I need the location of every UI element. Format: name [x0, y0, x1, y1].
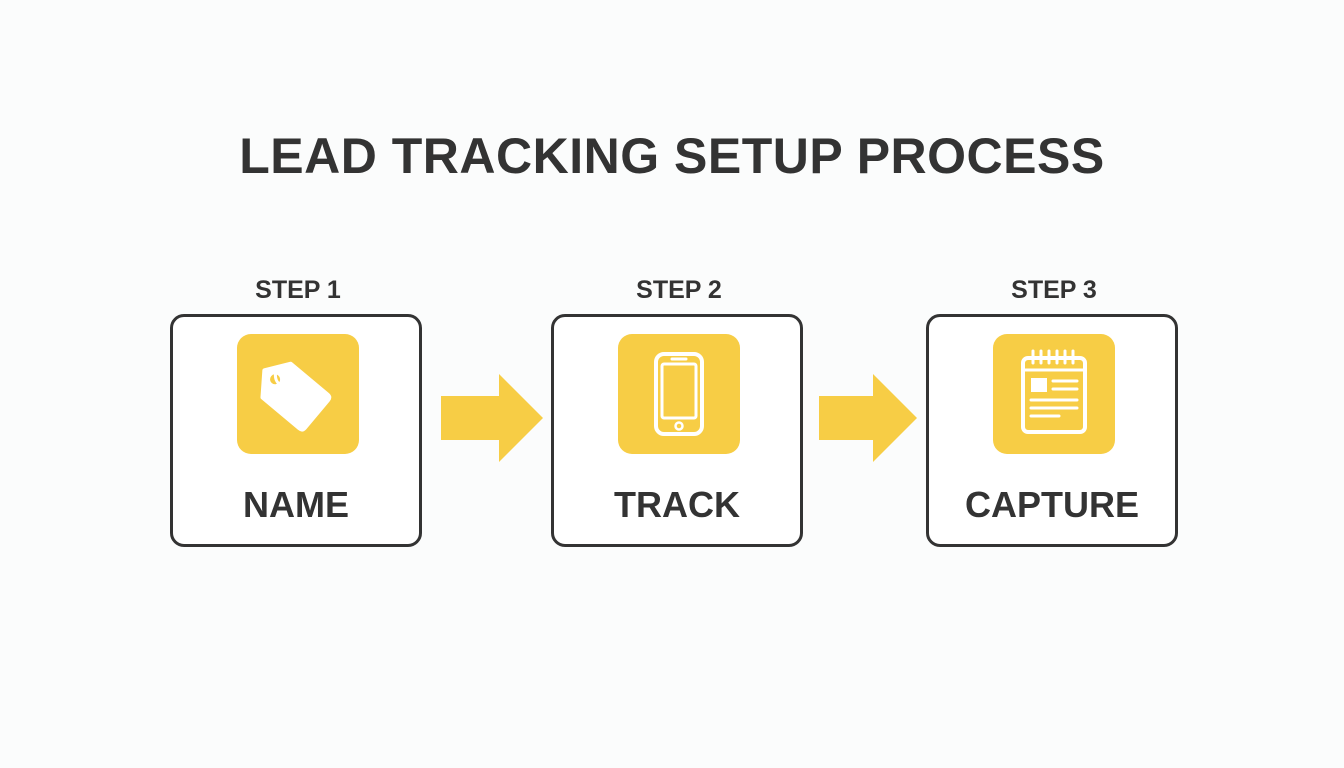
- step-2-label: STEP 2: [636, 276, 722, 304]
- step-2-icon-tile: [618, 334, 740, 454]
- step-3-box: CAPTURE: [926, 314, 1178, 547]
- step-1-name: NAME: [243, 484, 349, 525]
- step-3-name: CAPTURE: [964, 484, 1139, 525]
- page-title: LEAD TRACKING SETUP PROCESS: [239, 128, 1105, 184]
- step-2-name: TRACK: [614, 484, 740, 525]
- step-3-label: STEP 3: [1011, 276, 1097, 304]
- arrow-right-icon: [819, 374, 917, 462]
- arrow-right-icon: [441, 374, 543, 462]
- step-2-box: TRACK: [551, 314, 803, 547]
- step-1-icon-tile: [237, 334, 359, 454]
- notepad-form-icon: [1021, 349, 1087, 434]
- step-1-box: NAME: [170, 314, 422, 547]
- tag-icon: [260, 361, 332, 432]
- step-3-icon-tile: [993, 334, 1115, 454]
- smartphone-icon: [654, 352, 704, 436]
- step-1-label: STEP 1: [255, 276, 341, 304]
